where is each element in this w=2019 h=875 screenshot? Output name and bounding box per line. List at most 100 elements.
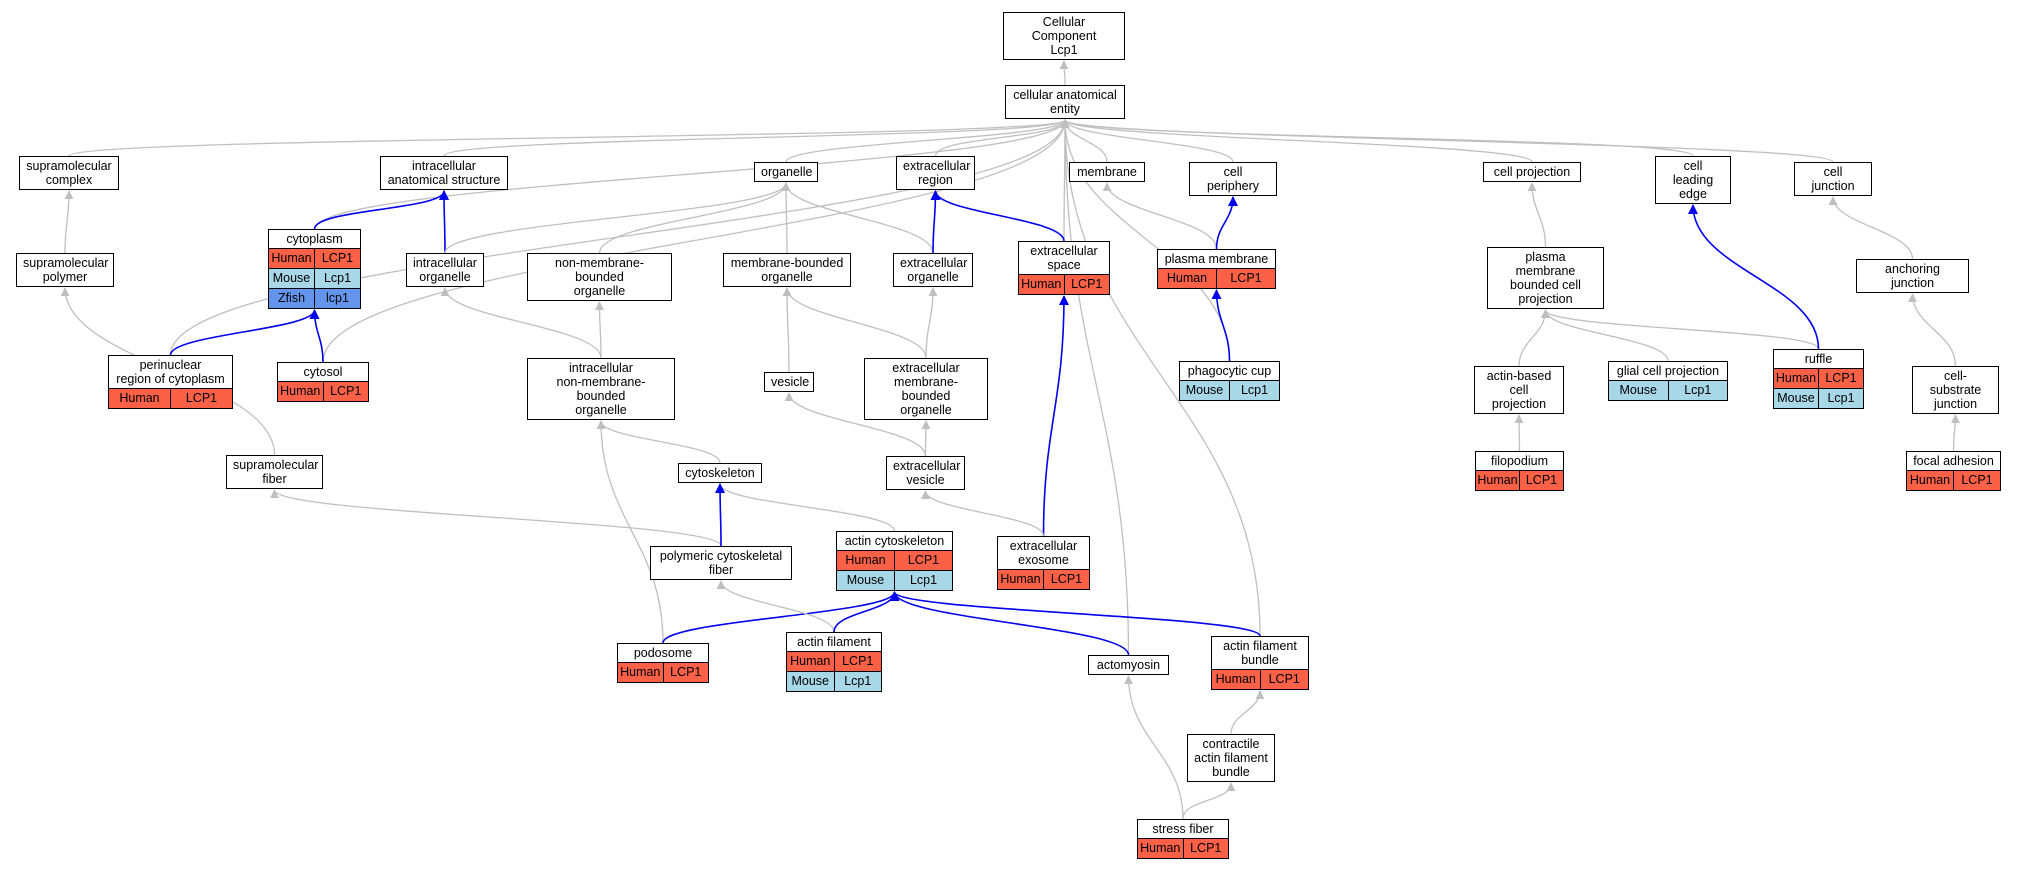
edge-pmbcp-to-cellproj [1527, 182, 1547, 248]
term-label: filopodium [1491, 454, 1548, 468]
gene-cell: LCP1 [1043, 570, 1089, 589]
species-cell: Human [1476, 471, 1519, 490]
term-label: actin filament bundle [1223, 639, 1297, 667]
edge-cytoplasm-to-ias [313, 190, 449, 230]
edge-stressfib-to-actomyo [1124, 675, 1184, 820]
edge-cytosol-to-cytoplasm [309, 309, 324, 363]
term-node-polycyto[interactable]: polymeric cytoskeletal fiber [650, 546, 792, 580]
term-node-supfiber[interactable]: supramolecular fiber [226, 455, 323, 489]
term-node-nmbo[interactable]: non-membrane-bounded organelle [527, 253, 672, 301]
edge-organelle-to-cae [785, 119, 1070, 163]
edge-cae-to-cc [1059, 60, 1069, 86]
term-node-cellper[interactable]: cell periphery [1189, 162, 1277, 196]
species-cell: Human [1138, 839, 1183, 858]
term-label: supramolecular complex [26, 159, 112, 187]
term-label: cell projection [1493, 165, 1571, 179]
term-label: plasma membrane bounded cell projection [1510, 250, 1581, 306]
term-node-exorg[interactable]: extracellular organelle [893, 253, 973, 287]
term-node-exreg[interactable]: extracellular region [896, 156, 975, 190]
term-node-celljunc[interactable]: cell junction [1794, 162, 1872, 196]
term-node-cae[interactable]: cellular anatomical entity [1005, 85, 1125, 119]
edge-intorg-to-organelle [444, 182, 791, 254]
term-node-leadedge[interactable]: cell leading edge [1655, 156, 1731, 204]
edge-exmbo-to-exorg [925, 287, 938, 359]
term-node-cafb[interactable]: contractile actin filament bundle [1187, 734, 1275, 782]
term-node-anchjunc[interactable]: anchoring junction [1856, 259, 1969, 293]
term-node-membrane[interactable]: membrane [1069, 162, 1145, 182]
term-node-organelle[interactable]: organelle [754, 162, 818, 182]
edge-mbo-to-organelle [781, 182, 791, 254]
gene-cell: LCP1 [1259, 670, 1308, 689]
term-label: focal adhesion [1913, 454, 1994, 468]
term-node-pmbcp[interactable]: plasma membrane bounded cell projection [1487, 247, 1604, 309]
term-node-abcp[interactable]: actin-based cell projection [1474, 366, 1564, 414]
species-cell: Human [787, 652, 834, 671]
term-node-exmbo[interactable]: extracellular membrane-bounded organelle [864, 358, 988, 420]
term-label: glial cell projection [1616, 364, 1720, 378]
term-node-actomyo[interactable]: actomyosin [1088, 655, 1169, 675]
term-node-vesicle[interactable]: vesicle [764, 372, 814, 392]
edge-actcyto-to-cytoskel [715, 483, 896, 532]
edge-exosome-to-exves [921, 490, 1045, 537]
species-cell: Human [998, 570, 1043, 589]
gene-cell: LCP1 [1216, 269, 1275, 288]
edge-actfil-to-actcyto [833, 591, 900, 633]
gene-cell: LCP1 [314, 249, 360, 268]
edge-ruffle-to-leadedge [1688, 204, 1820, 350]
species-cell: Human [109, 389, 170, 408]
term-node-cc[interactable]: Cellular Component Lcp1 [1003, 12, 1125, 60]
gene-cell: LCP1 [322, 382, 368, 401]
edge-gcp-to-pmbcp [1541, 309, 1669, 362]
species-cell: Human [837, 551, 894, 570]
term-label: cytoplasm [286, 232, 343, 246]
edge-polycyto-to-supfiber [270, 489, 722, 547]
term-label: extracellular exosome [1009, 539, 1078, 567]
edge-vesicle-to-mbo [782, 287, 792, 373]
term-node-suppoly[interactable]: supramolecular polymer [16, 253, 114, 287]
edge-cellproj-to-cae [1060, 119, 1533, 163]
term-label: extracellular region [903, 159, 971, 187]
term-node-csj[interactable]: cell-substrate junction [1912, 366, 1999, 414]
species-cell: Human [269, 249, 314, 268]
term-node-intorg[interactable]: intracellular organelle [406, 253, 484, 287]
term-label: intracellular anatomical structure [387, 159, 501, 187]
gene-cell: Lcp1 [1229, 381, 1279, 400]
edge-exspace-to-exreg [930, 190, 1065, 242]
edge-supcomplex-to-cae [68, 119, 1070, 157]
term-node-cytoskel[interactable]: cytoskeleton [678, 463, 762, 483]
term-label: plasma membrane [1164, 252, 1269, 266]
term-node-cellproj[interactable]: cell projection [1483, 162, 1581, 182]
term-node-ias[interactable]: intracellular anatomical structure [380, 156, 508, 190]
gene-cell: LCP1 [1519, 471, 1563, 490]
edge-phagcup-to-plasmem [1211, 289, 1231, 362]
edge-nmbo-to-organelle [598, 182, 791, 254]
term-node-exves[interactable]: extracellular vesicle [886, 456, 965, 490]
edge-cytoskel-to-inmbo [596, 420, 721, 464]
term-label: extracellular space [1030, 244, 1098, 272]
term-node-supcomplex[interactable]: supramolecular complex [19, 156, 119, 190]
edge-inmbo-to-intorg [440, 287, 602, 359]
term-node-inmbo[interactable]: intracellular non-membrane-bounded organ… [527, 358, 675, 420]
edge-exorg-to-exreg [930, 190, 941, 254]
term-node-mbo[interactable]: membrane-bounded organelle [723, 253, 851, 287]
